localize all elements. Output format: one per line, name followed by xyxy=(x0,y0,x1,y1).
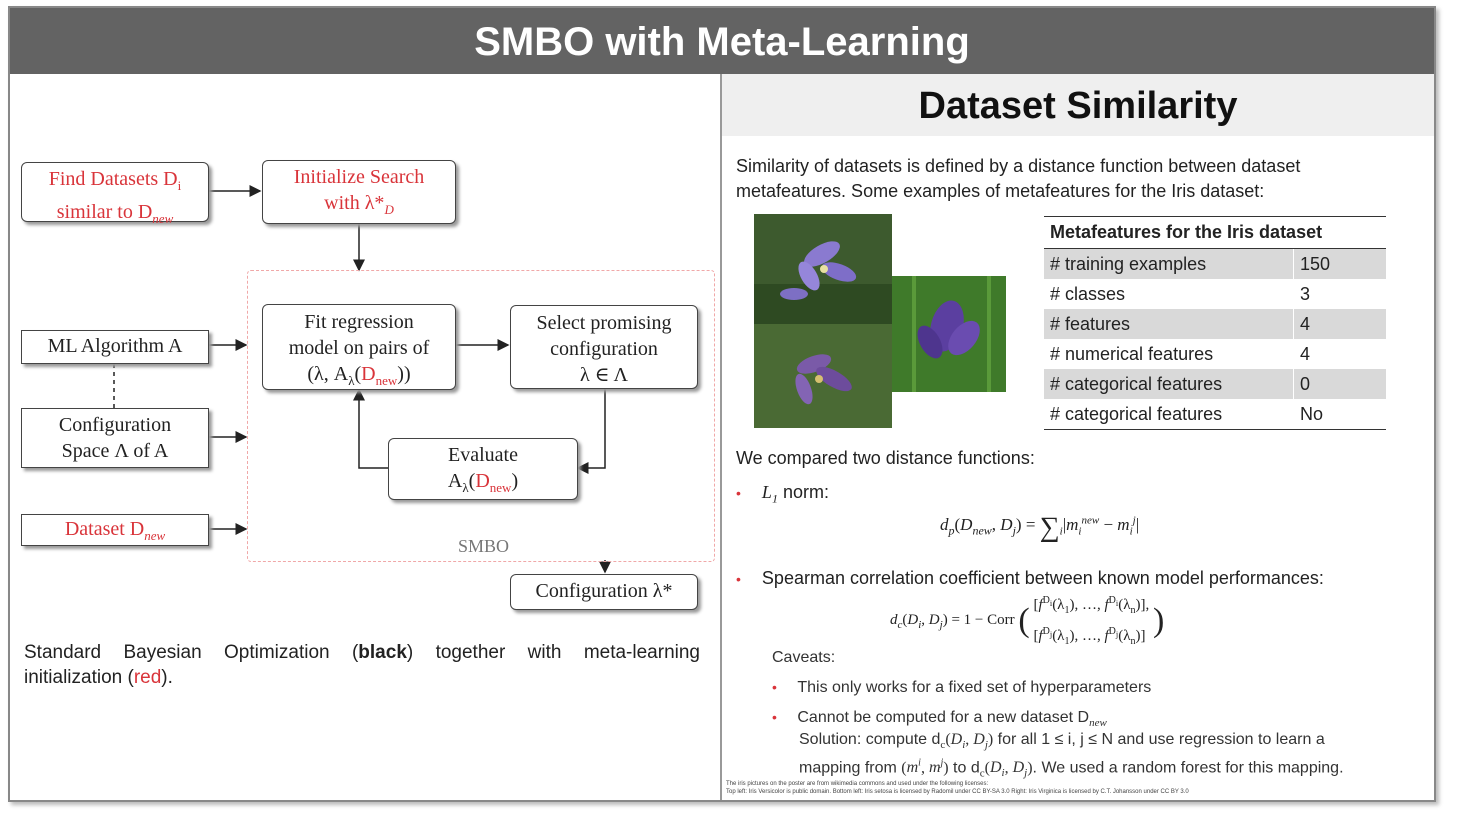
slide-title: SMBO with Meta-Learning xyxy=(10,8,1434,74)
compared-text: We compared two distance functions: xyxy=(736,448,1035,468)
diagram-caption-line2: initialization (red). xyxy=(24,667,173,688)
metafeatures-table: Metafeatures for the Iris dataset # trai… xyxy=(1044,216,1386,430)
smbo-diagram-panel: SMBO Find Datasets Di similar to Dnew In… xyxy=(10,74,720,800)
section-heading: Dataset Similarity xyxy=(722,74,1434,136)
l1-bullet: • L1 norm: xyxy=(736,482,829,506)
solution-line-1: Solution: compute dc(Di, Dj) for all 1 ≤… xyxy=(799,731,1325,752)
bullet-icon: • xyxy=(736,485,741,501)
dataset-new-box: Dataset Dnew xyxy=(21,514,209,546)
evaluate-box: Evaluate Aλ(Dnew) xyxy=(388,438,578,500)
initialize-search-box: Initialize Search with λ*D xyxy=(262,160,456,224)
diagram-caption: Standard Bayesian Optimization (black) t… xyxy=(24,642,700,663)
image-license-footnote: The iris pictures on the poster are from… xyxy=(726,781,1189,795)
intro-paragraph: Similarity of datasets is defined by a d… xyxy=(736,156,1301,201)
caveat-1: • This only works for a fixed set of hyp… xyxy=(772,679,1152,696)
caveat-2: • Cannot be computed for a new dataset D… xyxy=(772,709,1107,730)
smbo-label: SMBO xyxy=(458,536,510,556)
l1-formula: dp(Dnew, Dj) = ∑i|minew − mij| xyxy=(940,512,1140,543)
fit-regression-box: Fit regression model on pairs of (λ, Aλ(… xyxy=(262,304,456,390)
find-datasets-box: Find Datasets Di similar to Dnew xyxy=(21,162,209,226)
arrow-evaluate-to-fit xyxy=(353,388,388,469)
iris-virginica-image xyxy=(892,276,1006,392)
spearman-bullet: • Spearman correlation coefficient betwe… xyxy=(736,568,1324,588)
slide: SMBO with Meta-Learning xyxy=(8,6,1436,802)
configuration-output-box: Configuration λ* xyxy=(510,574,698,610)
caveats-label: Caveats: xyxy=(772,649,836,666)
panel-divider xyxy=(720,74,722,800)
dataset-similarity-panel: Dataset Similarity Similarity of dataset… xyxy=(722,74,1434,800)
table-header: Metafeatures for the Iris dataset xyxy=(1044,216,1386,249)
configuration-space-box: Configuration Space Λ of A xyxy=(21,408,209,468)
arrow-select-to-evaluate xyxy=(576,388,606,474)
solution-line-2: mapping from (mi, mj) to dc(Di, Dj). We … xyxy=(799,758,1344,780)
bullet-icon: • xyxy=(736,571,741,587)
smbo-region xyxy=(247,270,715,562)
diagram-arrows xyxy=(113,185,611,574)
ml-algorithm-box: ML Algorithm A xyxy=(21,330,209,364)
iris-versicolor-image xyxy=(754,214,892,324)
bullet-icon: • xyxy=(772,679,777,695)
bullet-icon: • xyxy=(772,709,777,725)
spearman-formula: dc(Di, Dj) = 1 − Corr ( [fDi(λ1), …, fDi… xyxy=(890,595,1165,647)
select-promising-box: Select promising configuration λ ∈ Λ xyxy=(510,305,698,389)
iris-setosa-image xyxy=(754,324,892,428)
